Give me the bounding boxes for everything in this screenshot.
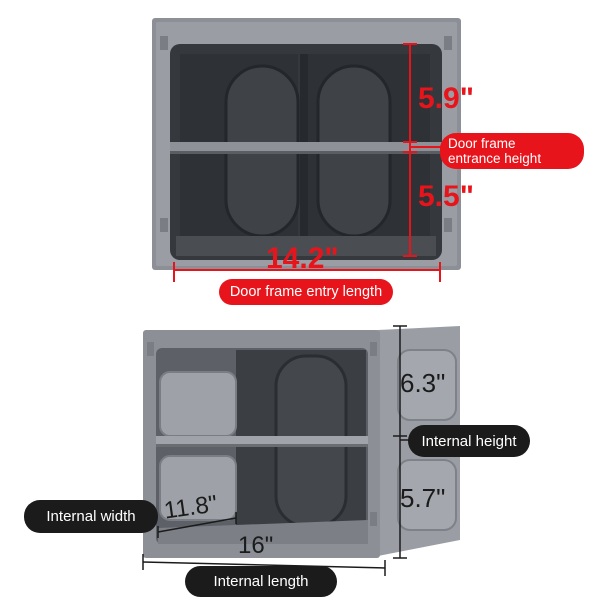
- bottom-hinge-tl: [147, 342, 154, 356]
- top-floor: [176, 236, 436, 256]
- top-cabinet: [152, 18, 461, 270]
- bottom-length-line: [142, 561, 386, 569]
- door-frame-entrance-height-label: Door frame entrance height: [440, 133, 584, 169]
- top-hinge-tl: [160, 36, 168, 50]
- bottom-left-door-upper: [159, 371, 237, 437]
- bottom-side-emboss-lower: [397, 459, 457, 531]
- top-height-lower-value: 5.5": [418, 180, 474, 213]
- door-frame-entrance-height-line1: Door frame: [448, 136, 516, 151]
- bottom-hinge-tr: [370, 342, 377, 356]
- bottom-dimension-lines: [142, 325, 410, 576]
- internal-height-label: Internal height: [408, 425, 530, 457]
- bottom-height-upper-value: 6.3": [400, 368, 446, 398]
- top-height-upper-value: 5.9": [418, 82, 474, 115]
- bottom-width-line: [157, 517, 237, 533]
- bottom-left-door-lower: [159, 455, 237, 521]
- top-hinge-tr: [444, 36, 452, 50]
- top-shelf: [170, 142, 442, 151]
- top-length-value: 14.2": [266, 242, 339, 275]
- internal-width-label: Internal width: [24, 500, 158, 533]
- top-dimension-lines: [173, 43, 448, 282]
- bottom-hinge-br: [370, 512, 377, 526]
- door-frame-entrance-height-line2: entrance height: [448, 151, 542, 166]
- bottom-height-lower-value: 5.7": [400, 483, 446, 513]
- bottom-side-emboss-upper: [397, 349, 457, 421]
- bottom-length-value: 16": [238, 532, 274, 559]
- door-frame-entry-length-label: Door frame entry length: [219, 279, 393, 305]
- top-hinge-br: [444, 218, 452, 232]
- top-hinge-bl: [160, 218, 168, 232]
- bottom-floor: [158, 520, 368, 544]
- bottom-shelf-edge: [156, 444, 368, 447]
- internal-length-label: Internal length: [185, 566, 337, 597]
- bottom-shelf: [156, 436, 368, 444]
- top-shelf-edge: [170, 151, 442, 154]
